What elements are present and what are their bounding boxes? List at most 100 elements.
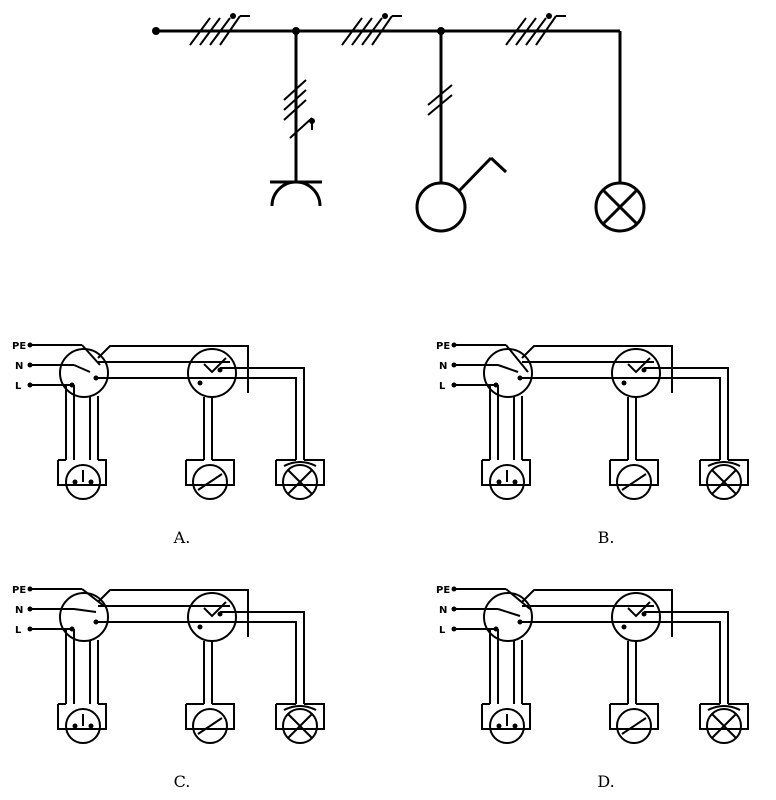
label-l: L bbox=[15, 381, 22, 392]
box1-term-r bbox=[93, 375, 99, 381]
link-n bbox=[73, 608, 97, 613]
box2-term-l bbox=[621, 380, 627, 386]
switch-device bbox=[616, 464, 652, 500]
cross-bus-1 bbox=[97, 589, 249, 637]
socket-device bbox=[65, 708, 101, 744]
switch-lever bbox=[621, 473, 647, 491]
socket-device bbox=[65, 464, 101, 500]
lamp-frame bbox=[699, 703, 749, 730]
socket-device bbox=[489, 708, 525, 744]
junction-box-1 bbox=[483, 592, 533, 642]
cross-bus-3 bbox=[96, 621, 297, 704]
switch-device bbox=[616, 708, 652, 744]
label-n: N bbox=[15, 361, 23, 372]
switch-link bbox=[203, 601, 227, 618]
switch-frame bbox=[609, 703, 659, 730]
lamp-symbol bbox=[594, 31, 646, 233]
box1-term-r bbox=[93, 619, 99, 625]
lamp-frame bbox=[699, 459, 749, 486]
lamp-device bbox=[282, 464, 318, 500]
lamp-frame bbox=[275, 459, 325, 486]
label-l: L bbox=[439, 625, 446, 636]
box2-term-l bbox=[197, 380, 203, 386]
lamp-cross-2 bbox=[287, 713, 313, 739]
box1-term-r bbox=[517, 375, 523, 381]
switch-frame bbox=[609, 459, 659, 486]
link-pe bbox=[81, 344, 101, 366]
lamp-cross-2 bbox=[287, 469, 313, 495]
lamp-device bbox=[282, 708, 318, 744]
cross-bus-4 bbox=[220, 367, 305, 460]
socket-pin-2 bbox=[512, 723, 518, 729]
label-pe: PE bbox=[436, 341, 450, 352]
cross-bus-4 bbox=[220, 611, 305, 704]
socket-pin-1 bbox=[72, 479, 78, 485]
label-n: N bbox=[15, 605, 23, 616]
cross-bus-3 bbox=[96, 377, 297, 460]
lamp-cross-2 bbox=[711, 469, 737, 495]
junction-box-1 bbox=[59, 592, 109, 642]
box2-term-l bbox=[621, 624, 627, 630]
socket-device bbox=[489, 464, 525, 500]
lamp-arc bbox=[707, 705, 741, 711]
cross-bus-4 bbox=[644, 611, 729, 704]
switch-link bbox=[627, 357, 651, 374]
socket-frame bbox=[57, 703, 107, 730]
socket-pin-2 bbox=[88, 479, 94, 485]
switch-frame bbox=[185, 459, 235, 486]
socket-frame bbox=[57, 459, 107, 486]
link-n bbox=[497, 364, 519, 373]
lamp-device bbox=[706, 464, 742, 500]
box2-term-r bbox=[641, 611, 647, 617]
box2-term-r bbox=[641, 367, 647, 373]
label-l: L bbox=[439, 381, 446, 392]
link-pe bbox=[505, 588, 531, 610]
switch-device bbox=[192, 708, 228, 744]
socket-frame bbox=[481, 703, 531, 730]
variant-caption: D. bbox=[597, 772, 614, 791]
link-pe bbox=[505, 344, 529, 373]
switch-lever bbox=[197, 473, 223, 491]
switch-lever bbox=[197, 717, 223, 735]
label-pe: PE bbox=[436, 585, 450, 596]
link-pe bbox=[81, 588, 105, 607]
box2-term-r bbox=[217, 367, 223, 373]
socket-frame bbox=[481, 459, 531, 486]
switch-link bbox=[203, 357, 227, 374]
lamp-arc bbox=[707, 461, 741, 467]
cross-bus-1 bbox=[97, 345, 249, 393]
label-pe: PE bbox=[12, 585, 26, 596]
lamp-device bbox=[706, 708, 742, 744]
link-n bbox=[497, 608, 521, 617]
socket-pin-1 bbox=[496, 479, 502, 485]
cross-bus-3 bbox=[520, 621, 721, 704]
bus-start-dot bbox=[152, 27, 160, 35]
lamp-arc bbox=[283, 705, 317, 711]
switch-lever bbox=[621, 717, 647, 735]
cross-bus-1 bbox=[521, 345, 673, 393]
bus-conductor-marks-2 bbox=[341, 13, 402, 46]
socket-pin-1 bbox=[72, 723, 78, 729]
switch-symbol bbox=[415, 31, 508, 233]
variant-caption: C. bbox=[174, 772, 191, 791]
bus-conductor-marks-3 bbox=[505, 13, 566, 46]
lamp-arc bbox=[283, 461, 317, 467]
bus-conductor-marks-1 bbox=[189, 13, 250, 46]
socket-pin-2 bbox=[88, 723, 94, 729]
variant-caption: B. bbox=[598, 528, 615, 547]
socket-symbol bbox=[270, 31, 322, 207]
lamp-cross-2 bbox=[711, 713, 737, 739]
box1-term-r bbox=[517, 619, 523, 625]
switch-frame bbox=[185, 703, 235, 730]
lamp-frame bbox=[275, 703, 325, 730]
junction-box-1 bbox=[59, 348, 109, 398]
cross-bus-3 bbox=[520, 377, 721, 460]
socket-pin-2 bbox=[512, 479, 518, 485]
switch-link bbox=[627, 601, 651, 618]
